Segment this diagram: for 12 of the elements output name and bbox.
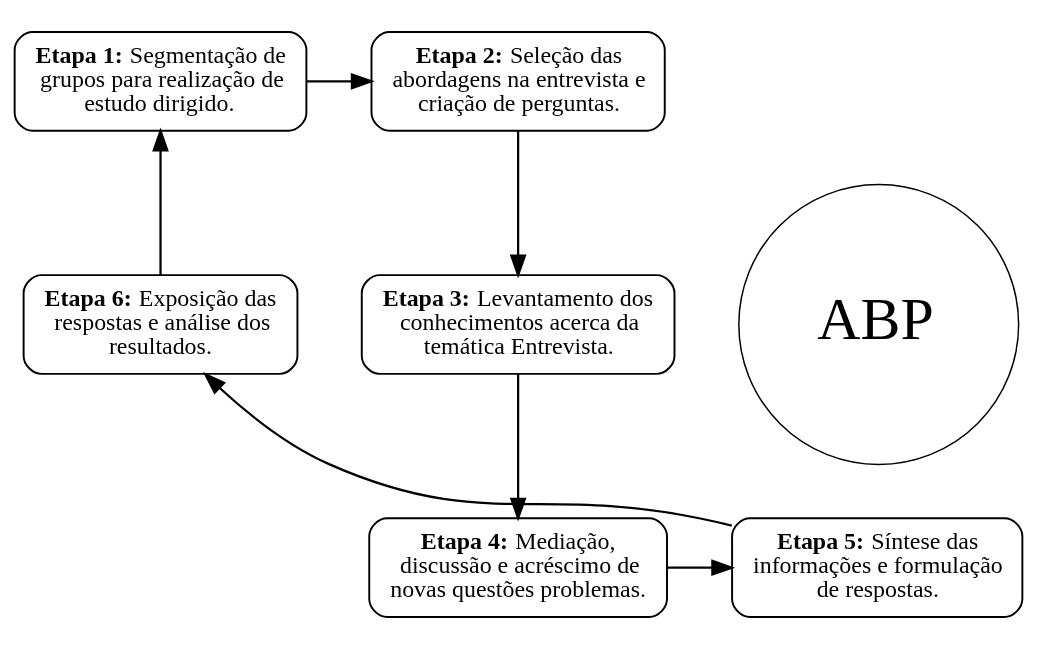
node-box: Etapa 6: Exposição das respostas e análise dos resultados. — [22, 274, 299, 375]
node-box: Etapa 4: Mediação, discussão e acréscimo de novas questões problemas. — [368, 517, 668, 618]
arrow — [202, 371, 733, 527]
arrow — [306, 72, 375, 90]
node-box: Etapa 1: Segmentação de grupos para realização de estudo dirigido. — [13, 31, 308, 132]
node-box: Etapa 5: Síntese das informações e formulação de respostas. — [731, 517, 1024, 618]
node-box: Etapa 2: Seleção das abordagens na entrevista e criação de perguntas. — [370, 31, 666, 132]
node-box: Etapa 3: Levantamento dos conhecimentos acerca da temática Entrevista. — [360, 274, 676, 375]
arrow — [667, 559, 736, 577]
arrow — [509, 130, 527, 279]
arrow — [152, 127, 169, 276]
node-circle: ABP — [738, 183, 1020, 466]
